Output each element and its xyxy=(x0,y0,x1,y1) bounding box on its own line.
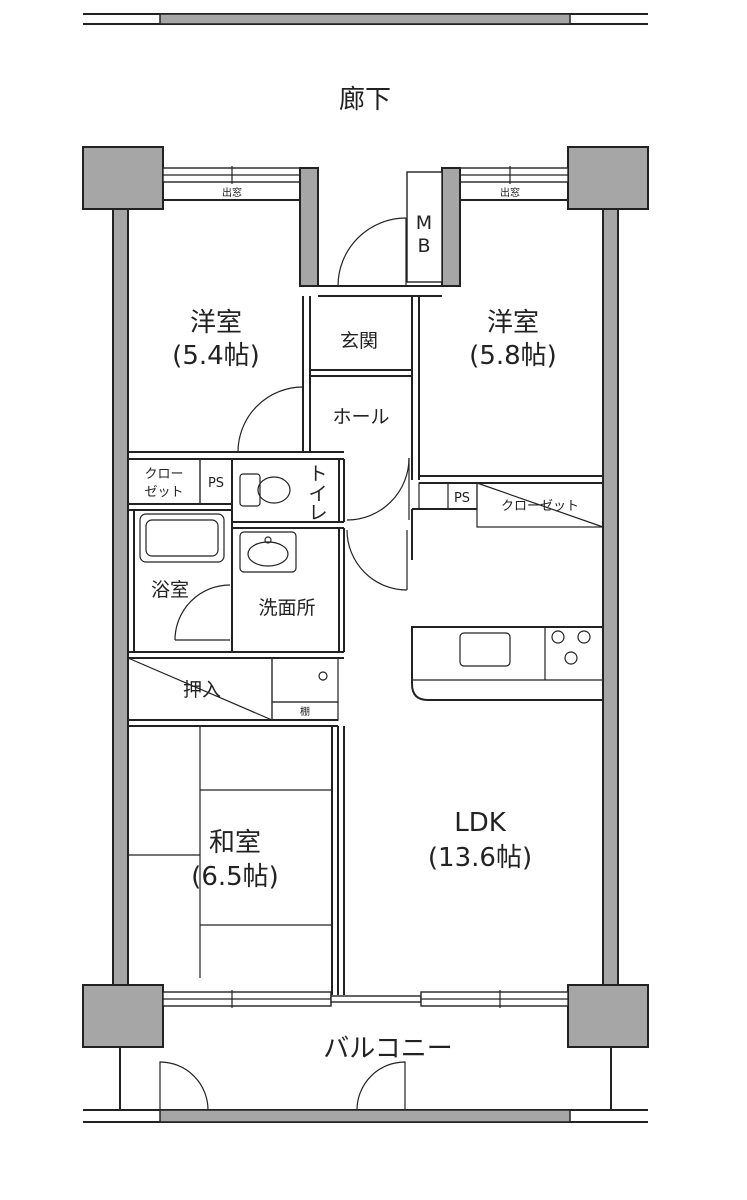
wall-left xyxy=(112,208,129,986)
bathtub xyxy=(139,513,225,563)
pillar-bottom-right xyxy=(567,984,649,1048)
western-room-left-name: 洋室 xyxy=(190,308,242,338)
oshiire-label: 押入 xyxy=(183,679,221,701)
closet-right-label: クローゼット xyxy=(501,499,579,514)
entrance-door xyxy=(337,217,407,287)
toilet-label-1: ト xyxy=(308,463,327,485)
mb-label-m: M xyxy=(416,212,432,234)
ldk-name: LDK xyxy=(454,808,507,838)
bay-window-right-label: 出窓 xyxy=(500,186,520,199)
pillar-bottom-left xyxy=(82,984,164,1048)
western-room-right-name: 洋室 xyxy=(487,308,539,338)
mb-label-b: B xyxy=(417,235,430,257)
closet-left-label-2: ゼット xyxy=(144,485,183,500)
entrance-walls xyxy=(299,167,461,297)
bay-window-left-label: 出窓 xyxy=(222,186,242,199)
washer-space xyxy=(318,671,328,681)
toilet-label-2: イ xyxy=(308,483,327,505)
corridor-label: 廊下 xyxy=(339,85,391,115)
toilet-label-3: レ xyxy=(308,502,327,524)
balcony xyxy=(83,1047,648,1123)
interior-walls xyxy=(127,296,604,995)
closet-left-label-1: クロー xyxy=(144,467,183,482)
bathroom-label: 浴室 xyxy=(151,579,189,601)
wall-right xyxy=(602,208,619,986)
pillar-top-left xyxy=(82,146,164,210)
western-room-right-size: (5.8帖) xyxy=(469,341,557,371)
japanese-room-size: (6.5帖) xyxy=(191,862,279,892)
washroom-label: 洗面所 xyxy=(258,597,315,619)
kitchen-counter xyxy=(411,626,604,701)
western-room-left-size: (5.4帖) xyxy=(172,341,260,371)
toilet-fixture xyxy=(239,473,291,507)
door-swings xyxy=(174,386,410,641)
balcony-windows xyxy=(162,990,569,1008)
ldk-size: (13.6帖) xyxy=(428,843,532,873)
ps-right-label: PS xyxy=(454,491,470,506)
pillar-top-right xyxy=(567,146,649,210)
balcony-label: バルコニー xyxy=(323,1034,452,1064)
hall-label: ホール xyxy=(332,406,389,428)
washbasin xyxy=(239,531,297,573)
corridor-railing xyxy=(83,13,648,25)
entrance-label: 玄関 xyxy=(340,330,378,352)
shelf-label: 棚 xyxy=(300,705,310,718)
bay-window-right xyxy=(459,166,569,201)
ps-left-label: PS xyxy=(208,476,224,491)
japanese-room-name: 和室 xyxy=(209,828,261,858)
